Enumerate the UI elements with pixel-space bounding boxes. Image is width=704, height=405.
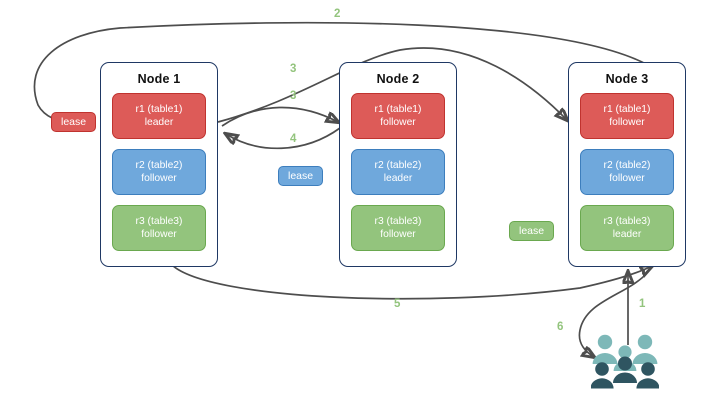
node-3-replica-r1-table: r1 (table1)	[603, 104, 651, 115]
node-3-replica-r1[interactable]: r1 (table1) follower	[580, 93, 674, 139]
edge-step-2	[33, 21, 649, 122]
node-2-title: Node 2	[376, 72, 420, 86]
node-1-replica-r3-table: r3 (table3)	[135, 216, 183, 227]
node-2-replica-r1-role: follower	[380, 117, 416, 128]
node-1-replica-r2[interactable]: r2 (table2) follower	[112, 149, 206, 195]
node-2-replica-r3-table: r3 (table3)	[374, 216, 422, 227]
step-label-3-b: 3	[290, 90, 297, 102]
edge-step-3-to-node3	[217, 47, 567, 122]
edge-step-5	[171, 265, 652, 300]
node-3-replica-r3-table: r3 (table3)	[603, 216, 651, 227]
step-label-4: 4	[290, 133, 297, 145]
lease-chip-table3[interactable]: lease	[509, 221, 555, 241]
node-2-replica-r2[interactable]: r2 (table2) leader	[351, 149, 445, 195]
node-2-replica-r1[interactable]: r1 (table1) follower	[351, 93, 445, 139]
node-3-replica-r2-table: r2 (table2)	[603, 160, 651, 171]
node-1-replica-r1-role: leader	[144, 117, 174, 128]
node-1-container[interactable]: Node 1 r1 (table1) leader r2 (table2) fo…	[100, 62, 218, 267]
node-1-replica-r3-role: follower	[141, 229, 177, 240]
node-3-container[interactable]: Node 3 r1 (table1) follower r2 (table2) …	[568, 62, 686, 267]
step-label-5: 5	[394, 298, 401, 310]
node-2-container[interactable]: Node 2 r1 (table1) follower r2 (table2) …	[339, 62, 457, 267]
node-3-title: Node 3	[605, 72, 649, 86]
node-2-replica-r2-role: leader	[383, 173, 413, 184]
node-2-replica-r1-table: r1 (table1)	[374, 104, 422, 115]
step-label-6: 6	[557, 321, 564, 333]
node-3-replica-r2[interactable]: r2 (table2) follower	[580, 149, 674, 195]
users-group-icon	[591, 334, 659, 389]
step-label-3-a: 3	[290, 63, 297, 75]
lease-chip-table2[interactable]: lease	[278, 166, 324, 186]
node-1-replica-r2-table: r2 (table2)	[135, 160, 183, 171]
node-1-replica-r2-role: follower	[141, 173, 177, 184]
edge-step-6	[579, 271, 649, 357]
node-2-replica-r3[interactable]: r3 (table3) follower	[351, 205, 445, 251]
node-3-replica-r3[interactable]: r3 (table3) leader	[580, 205, 674, 251]
node-3-replica-r1-role: follower	[609, 117, 645, 128]
lease-chip-table1[interactable]: lease	[51, 112, 97, 132]
edge-step-3-to-node2	[221, 106, 338, 127]
node-1-replica-r3[interactable]: r3 (table3) follower	[112, 205, 206, 251]
node-2-replica-r2-table: r2 (table2)	[374, 160, 422, 171]
node-1-replica-r1[interactable]: r1 (table1) leader	[112, 93, 206, 139]
node-2-replica-r3-role: follower	[380, 229, 416, 240]
step-label-2: 2	[334, 8, 341, 20]
edge-step-4	[226, 127, 341, 150]
node-3-replica-r2-role: follower	[609, 173, 645, 184]
node-1-title: Node 1	[137, 72, 181, 86]
node-1-replica-r1-table: r1 (table1)	[135, 104, 183, 115]
step-label-1: 1	[639, 298, 646, 310]
node-3-replica-r3-role: leader	[612, 229, 642, 240]
